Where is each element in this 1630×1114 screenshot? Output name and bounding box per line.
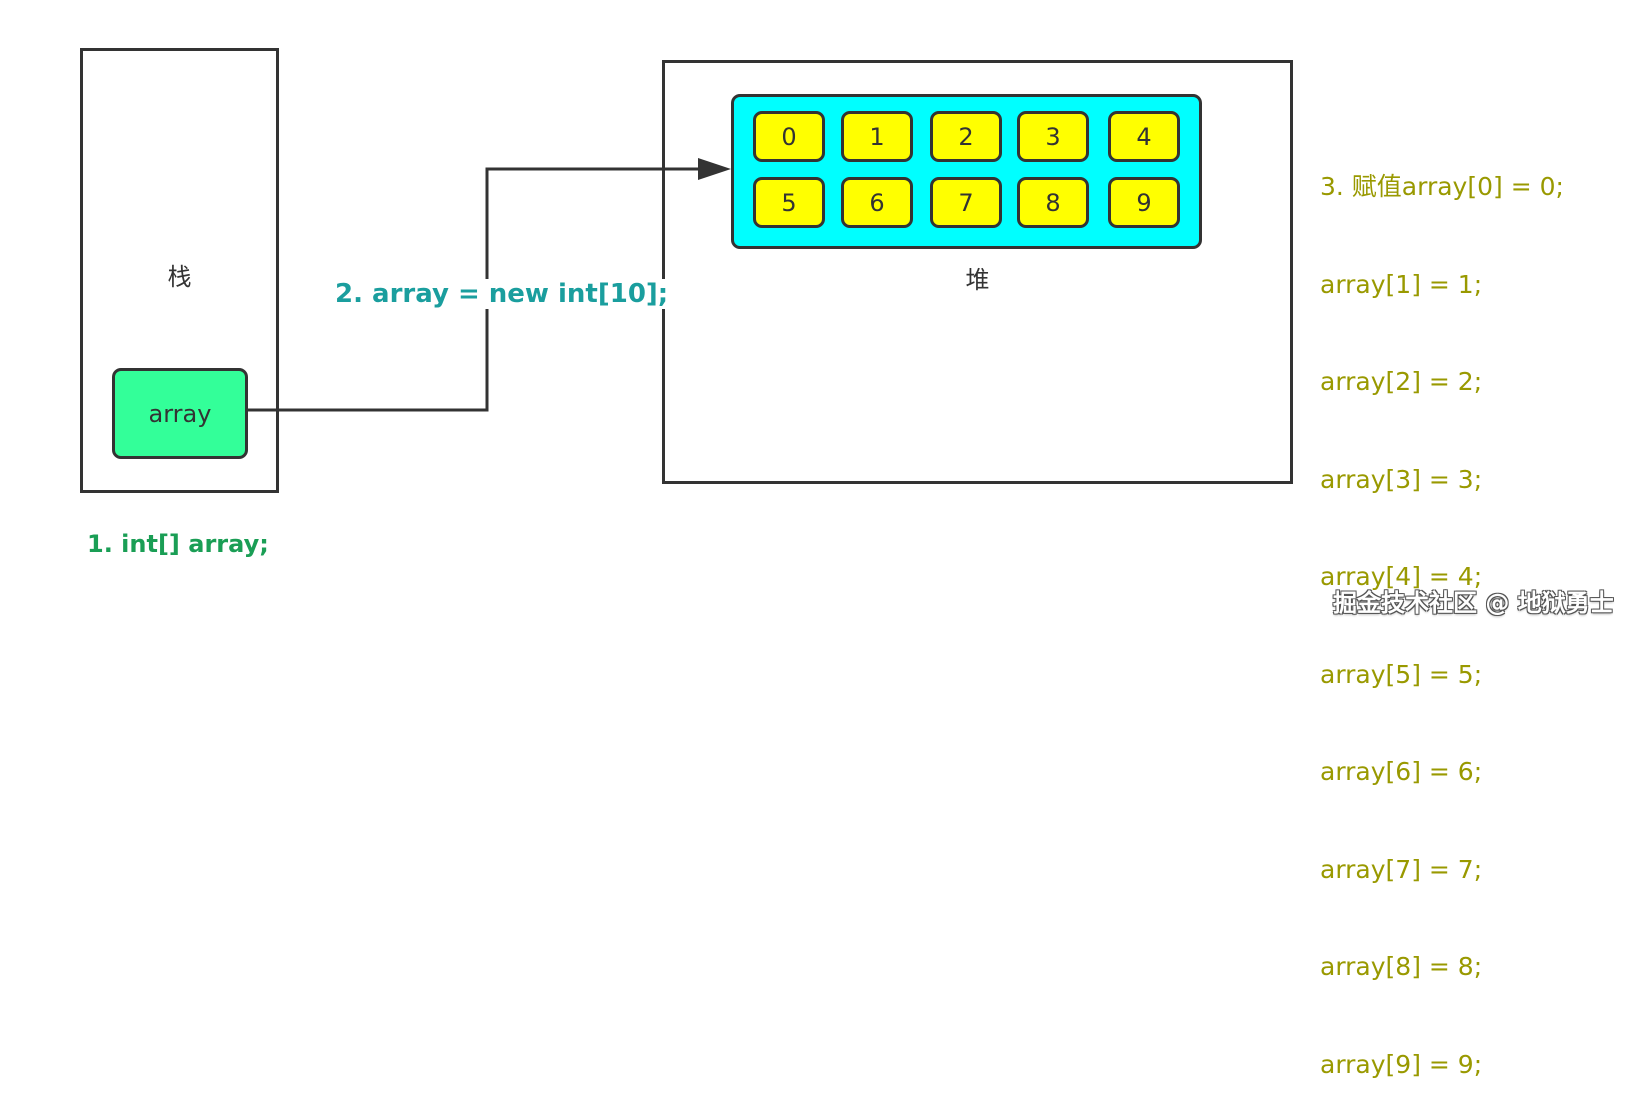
assignment-line: array[5] = 5; — [1320, 659, 1483, 689]
array-cell: 5 — [753, 177, 825, 228]
array-cell: 2 — [930, 111, 1002, 162]
step2-allocation-text: 2. array = new int[10]; — [333, 279, 671, 309]
assignment-line: array[3] = 3; — [1320, 464, 1483, 494]
heap-label: 堆 — [965, 266, 990, 294]
assignment-line: array[2] = 2; — [1320, 367, 1483, 396]
assignment-line: 3. 赋值array[0] = 0; — [1320, 172, 1564, 201]
array-cell: 1 — [841, 111, 913, 162]
array-cell: 6 — [841, 177, 913, 228]
reference-arrow-head — [698, 158, 731, 180]
assignment-line: array[8] = 8; — [1320, 952, 1483, 981]
assignment-line: array[9] = 9; — [1320, 1049, 1483, 1079]
array-variable-label: array — [148, 399, 212, 428]
array-cell: 8 — [1017, 177, 1089, 228]
step1-declaration-text: 1. int[] array; — [87, 530, 269, 558]
assignment-line: array[6] = 6; — [1320, 757, 1483, 786]
stack-label: 栈 — [167, 263, 192, 291]
array-cell: 3 — [1017, 111, 1089, 162]
array-cell: 7 — [930, 177, 1002, 228]
assignment-line: array[4] = 4; — [1320, 562, 1483, 591]
assignment-line: array[7] = 7; — [1320, 854, 1483, 884]
array-cell: 0 — [753, 111, 825, 162]
array-cell: 4 — [1108, 111, 1180, 162]
array-variable-box: array — [112, 368, 248, 459]
assignment-line: array[1] = 1; — [1320, 269, 1483, 299]
heap-array-container: 0 1 2 3 4 5 6 7 8 9 — [731, 94, 1202, 249]
array-cell: 9 — [1108, 177, 1180, 228]
watermark-text: 掘金技术社区 @ 地狱勇士 — [1333, 589, 1614, 617]
